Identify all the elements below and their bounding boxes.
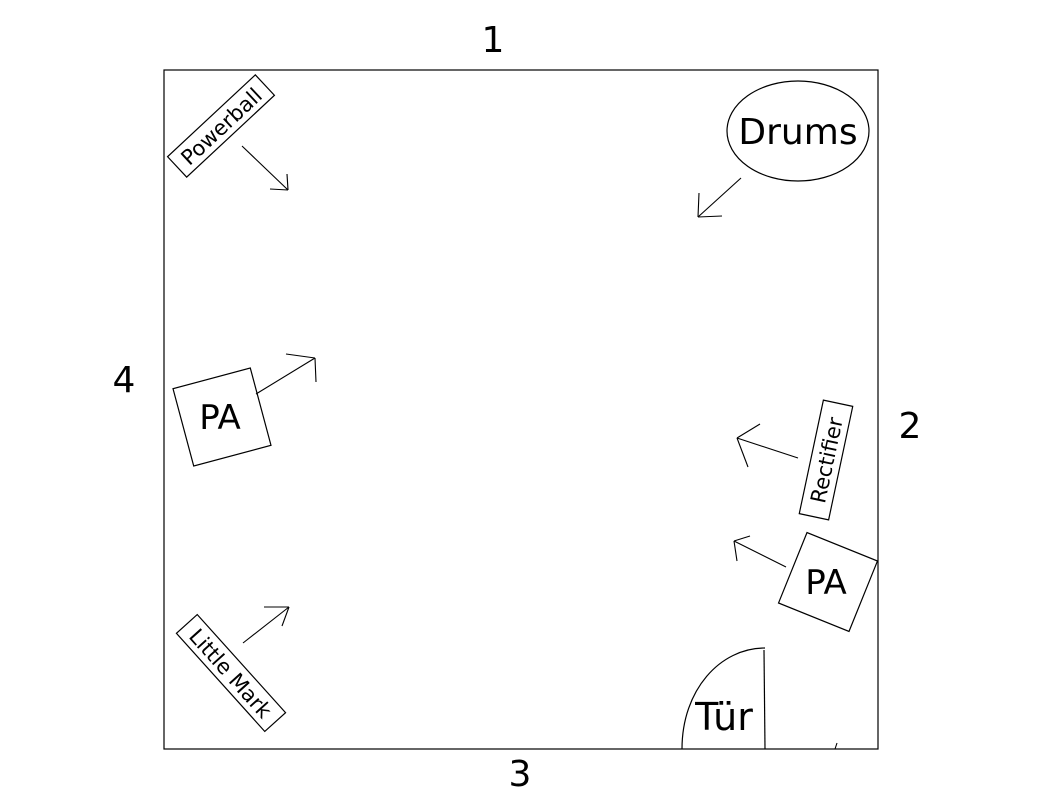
pa-right-box bbox=[777, 531, 879, 633]
pa-left-label: PA bbox=[199, 398, 241, 438]
little-mark-box bbox=[175, 613, 287, 733]
drums: Drums bbox=[726, 80, 870, 182]
pa-left: PA bbox=[172, 367, 272, 467]
powerball-box bbox=[166, 73, 276, 179]
pa-right-label: PA bbox=[805, 563, 847, 603]
rectifier-box bbox=[798, 399, 854, 521]
pa-left-box bbox=[172, 367, 272, 467]
wall-label-right: 2 bbox=[899, 406, 922, 447]
drums-ellipse bbox=[726, 80, 870, 182]
door-label: Tür bbox=[694, 695, 753, 739]
wall-label-bottom: 3 bbox=[509, 754, 532, 795]
door-leaf bbox=[763, 649, 766, 750]
drums-label: Drums bbox=[738, 112, 857, 153]
powerball-arrow bbox=[241, 145, 289, 191]
little-mark-arrow bbox=[242, 606, 290, 644]
pa-right: PA bbox=[777, 531, 879, 633]
wall-label-top: 1 bbox=[482, 20, 505, 61]
drums-arrow bbox=[697, 177, 742, 218]
wall-label-left: 4 bbox=[113, 360, 136, 401]
little-mark-amp: Little Mark bbox=[175, 613, 287, 733]
pa-left-arrow bbox=[255, 353, 317, 395]
door: Tür bbox=[681, 647, 766, 750]
rectifier-amp: Rectifier bbox=[798, 399, 854, 521]
room-outline bbox=[163, 69, 879, 750]
rectifier-arrow bbox=[736, 423, 799, 468]
bottom-wall-tick bbox=[834, 742, 838, 750]
little-mark-label: Little Mark bbox=[184, 624, 277, 723]
door-swing-arc bbox=[681, 647, 766, 750]
pa-right-arrow bbox=[733, 535, 787, 568]
